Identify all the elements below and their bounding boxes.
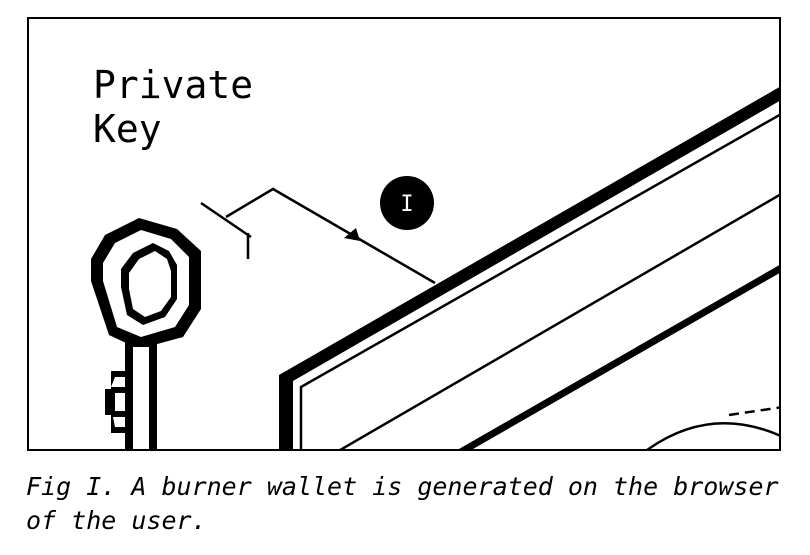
step-marker-label: I [400, 192, 413, 217]
figure-illustration: I [91, 87, 779, 449]
figure-caption: Fig I. A burner wallet is generated on t… [26, 472, 779, 535]
step-marker: I [380, 176, 434, 230]
key-icon [91, 218, 201, 449]
arrow-icon [200, 187, 436, 285]
private-key-label: Private Key [93, 63, 254, 151]
device-screen-icon [279, 87, 779, 449]
figure-frame: I Private Key [27, 17, 781, 451]
